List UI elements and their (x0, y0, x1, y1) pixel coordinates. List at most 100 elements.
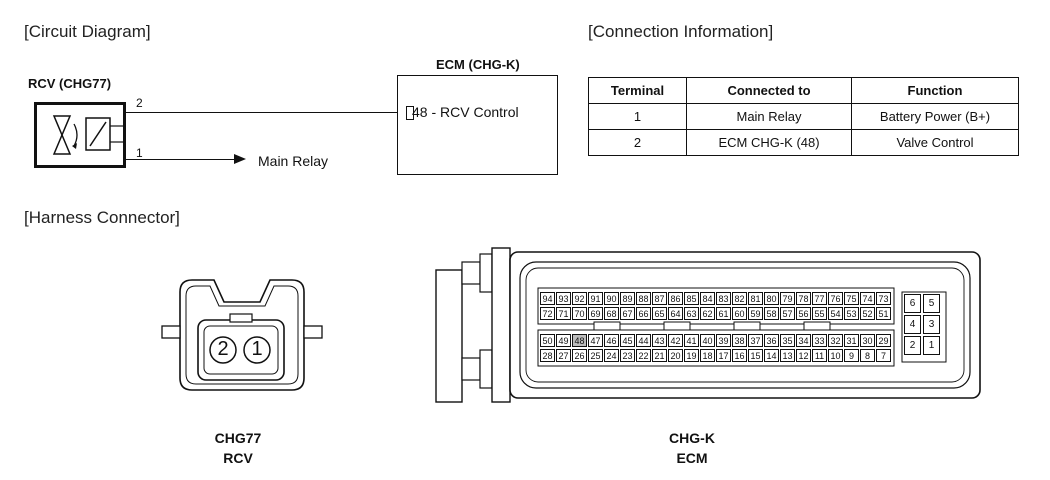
ecm-pin: 23 (620, 349, 635, 362)
ecm-pin: 12 (796, 349, 811, 362)
table-cell: 1 (588, 103, 687, 130)
ecm-pin: 93 (556, 292, 571, 305)
column-header-connected-to: Connected to (686, 77, 852, 104)
ecm-pin: 52 (860, 307, 875, 320)
ecm-pin: 46 (604, 334, 619, 347)
ecm-pin: 72 (540, 307, 555, 320)
ecm-pin: 53 (844, 307, 859, 320)
ecm-pin: 58 (764, 307, 779, 320)
ecm-pin: 29 (876, 334, 891, 347)
ecm-pin: 43 (652, 334, 667, 347)
ecm-pin: 78 (796, 292, 811, 305)
rcv-component-label: RCV (CHG77) (28, 76, 112, 91)
connection-information-title: [Connection Information] (588, 22, 774, 41)
ecm-pin: 22 (636, 349, 651, 362)
rcv-harness-connector (152, 268, 332, 418)
table-row: 2 ECM CHG-K (48) Valve Control (588, 129, 1019, 156)
ecm-pin: 88 (636, 292, 651, 305)
ecm-pin: 75 (844, 292, 859, 305)
ecm-pin: 16 (732, 349, 747, 362)
ecm-pin: 20 (668, 349, 683, 362)
ecm-pin: 50 (540, 334, 555, 347)
ecm-pin: 47 (588, 334, 603, 347)
main-relay-label: Main Relay (258, 153, 329, 169)
ecm-pin: 94 (540, 292, 555, 305)
ecm-pin: 89 (620, 292, 635, 305)
ecm-pin: 49 (556, 334, 571, 347)
ecm-pin: 27 (556, 349, 571, 362)
ecm-pin: 32 (828, 334, 843, 347)
ecm-pin: 60 (732, 307, 747, 320)
ecm-pin: 33 (812, 334, 827, 347)
table-cell: Valve Control (851, 129, 1019, 156)
table-cell: 2 (588, 129, 687, 156)
ecm-pin: 63 (684, 307, 699, 320)
ecm-pin: 35 (780, 334, 795, 347)
solenoid-valve-icon (34, 102, 126, 168)
ecm-pin: 64 (668, 307, 683, 320)
ecm-pin: 61 (716, 307, 731, 320)
table-cell: ECM CHG-K (48) (686, 129, 852, 156)
ecm-pin: 77 (812, 292, 827, 305)
ecm-pin: 54 (828, 307, 843, 320)
ecm-pin: 68 (604, 307, 619, 320)
ecm-pin: 76 (828, 292, 843, 305)
ecm-pin: 79 (780, 292, 795, 305)
ecm-pin: 31 (844, 334, 859, 347)
ecm-pin: 66 (636, 307, 651, 320)
ecm-pin: 36 (764, 334, 779, 347)
ecm-pin: 84 (700, 292, 715, 305)
table-cell: Battery Power (B+) (851, 103, 1019, 130)
ecm-pin: 24 (604, 349, 619, 362)
ecm-pin: 30 (860, 334, 875, 347)
ecm-pin: 38 (732, 334, 747, 347)
ecm-side-pin: 4 (904, 315, 921, 334)
ecm-pin: 17 (716, 349, 731, 362)
ecm-component-label: ECM (CHG-K) (436, 57, 520, 72)
ecm-pin: 67 (620, 307, 635, 320)
wire-pin2-to-ecm (124, 112, 406, 113)
ecm-pin: 18 (700, 349, 715, 362)
ecm-pin: 42 (668, 334, 683, 347)
ecm-pin: 92 (572, 292, 587, 305)
ecm-pin: 59 (748, 307, 763, 320)
ecm-pin: 13 (780, 349, 795, 362)
ecm-pin: 44 (636, 334, 651, 347)
wire-pin1-to-main-relay (124, 159, 236, 160)
ecm-pin: 70 (572, 307, 587, 320)
ecm-pin: 21 (652, 349, 667, 362)
ecm-pin: 14 (764, 349, 779, 362)
ecm-pin: 11 (812, 349, 827, 362)
ecm-pin: 73 (876, 292, 891, 305)
ecm-pin: 41 (684, 334, 699, 347)
ecm-pin: 82 (732, 292, 747, 305)
ecm-pin: 19 (684, 349, 699, 362)
ecm-side-pin: 5 (923, 294, 940, 313)
rcv-connector-caption: CHG77 RCV (158, 428, 318, 468)
rcv-component-symbol (34, 102, 126, 168)
rcv-connector-pin-1: 1 (251, 338, 263, 360)
ecm-side-pin: 2 (904, 336, 921, 355)
ecm-pin: 69 (588, 307, 603, 320)
table-row: 1 Main Relay Battery Power (B+) (588, 103, 1019, 130)
ecm-pin: 48 (572, 334, 587, 347)
ecm-pin: 28 (540, 349, 555, 362)
ecm-pin: 81 (748, 292, 763, 305)
rcv-connector-subtitle: RCV (223, 450, 253, 466)
table-cell: Main Relay (686, 103, 852, 130)
circuit-diagram-title: [Circuit Diagram] (24, 22, 151, 41)
connection-table-header-row: Terminal Connected to Function (588, 77, 1019, 104)
ecm-connector-name: CHG-K (669, 430, 715, 446)
ecm-pin: 45 (620, 334, 635, 347)
ecm-pin: 55 (812, 307, 827, 320)
rcv-connector-pin-2: 2 (217, 338, 229, 360)
ecm-pin-48-terminal (406, 106, 414, 120)
column-header-function: Function (851, 77, 1019, 104)
arrow-right-icon (234, 154, 246, 164)
rcv-connector-drawing (161, 279, 323, 391)
ecm-component-box (397, 75, 558, 175)
harness-connector-title: [Harness Connector] (24, 208, 180, 227)
connection-table: Terminal Connected to Function 1 Main Re… (588, 77, 1019, 156)
ecm-pin: 51 (876, 307, 891, 320)
ecm-connector-subtitle: ECM (676, 450, 708, 466)
